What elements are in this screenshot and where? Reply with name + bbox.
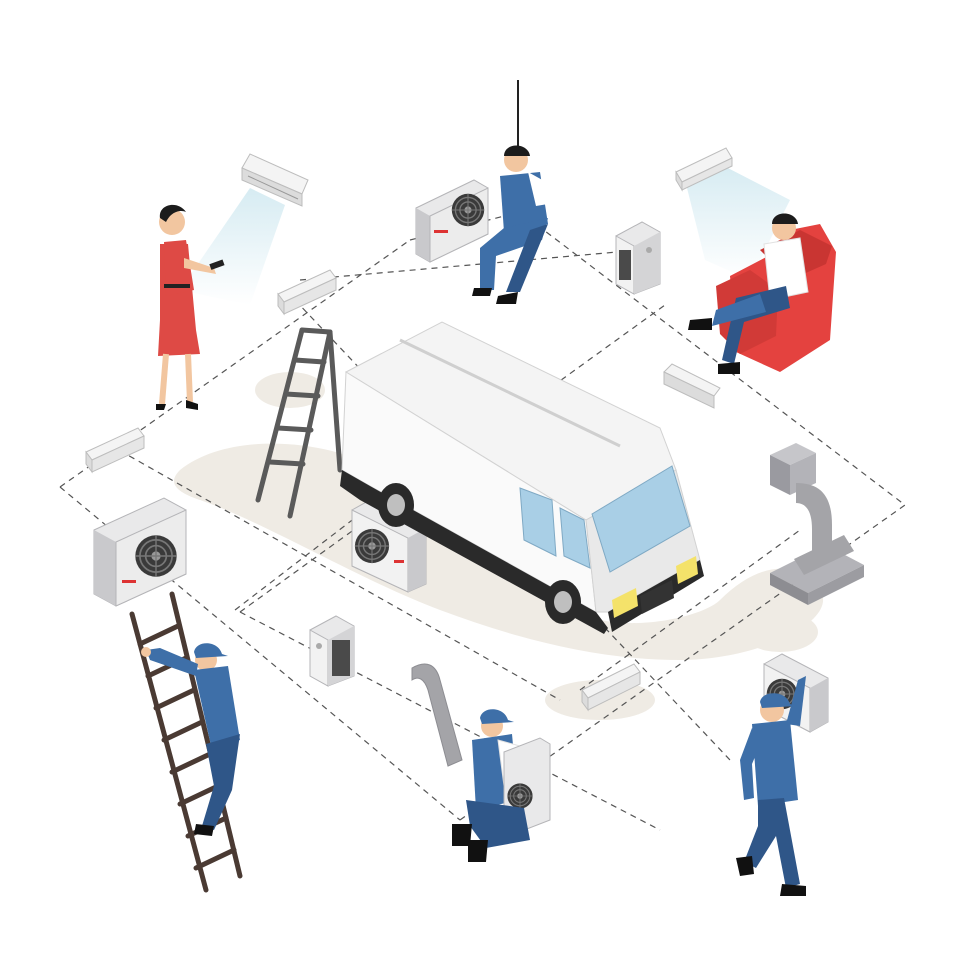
outdoor-ac-unit-top: [415, 179, 489, 263]
flexible-duct: [411, 663, 463, 767]
kneeling-technician: [452, 709, 551, 862]
indoor-ac-unit-mid-left: [277, 269, 337, 316]
woman-with-remote: [156, 204, 225, 410]
ladder: [129, 591, 243, 893]
man-in-armchair: [688, 213, 836, 374]
van: [340, 321, 704, 634]
indoor-ac-unit-top-right: [675, 147, 733, 192]
indoor-ac-unit-mid-right: [663, 363, 721, 409]
portable-ac-unit-right: [615, 221, 661, 295]
cool-air-left: [180, 188, 285, 305]
hanging-technician: [472, 145, 548, 304]
outdoor-ac-unit-left: [93, 497, 187, 607]
stepladder: [255, 327, 343, 519]
portable-ac-unit-left: [309, 615, 355, 687]
indoor-ac-unit-bottom: [581, 663, 641, 712]
indoor-ac-unit-top-left: [241, 153, 309, 207]
ventilation-duct: [770, 443, 864, 605]
indoor-ac-unit-far-left: [85, 427, 145, 474]
technician-on-ladder: [129, 591, 243, 893]
walking-technician: [736, 676, 806, 896]
